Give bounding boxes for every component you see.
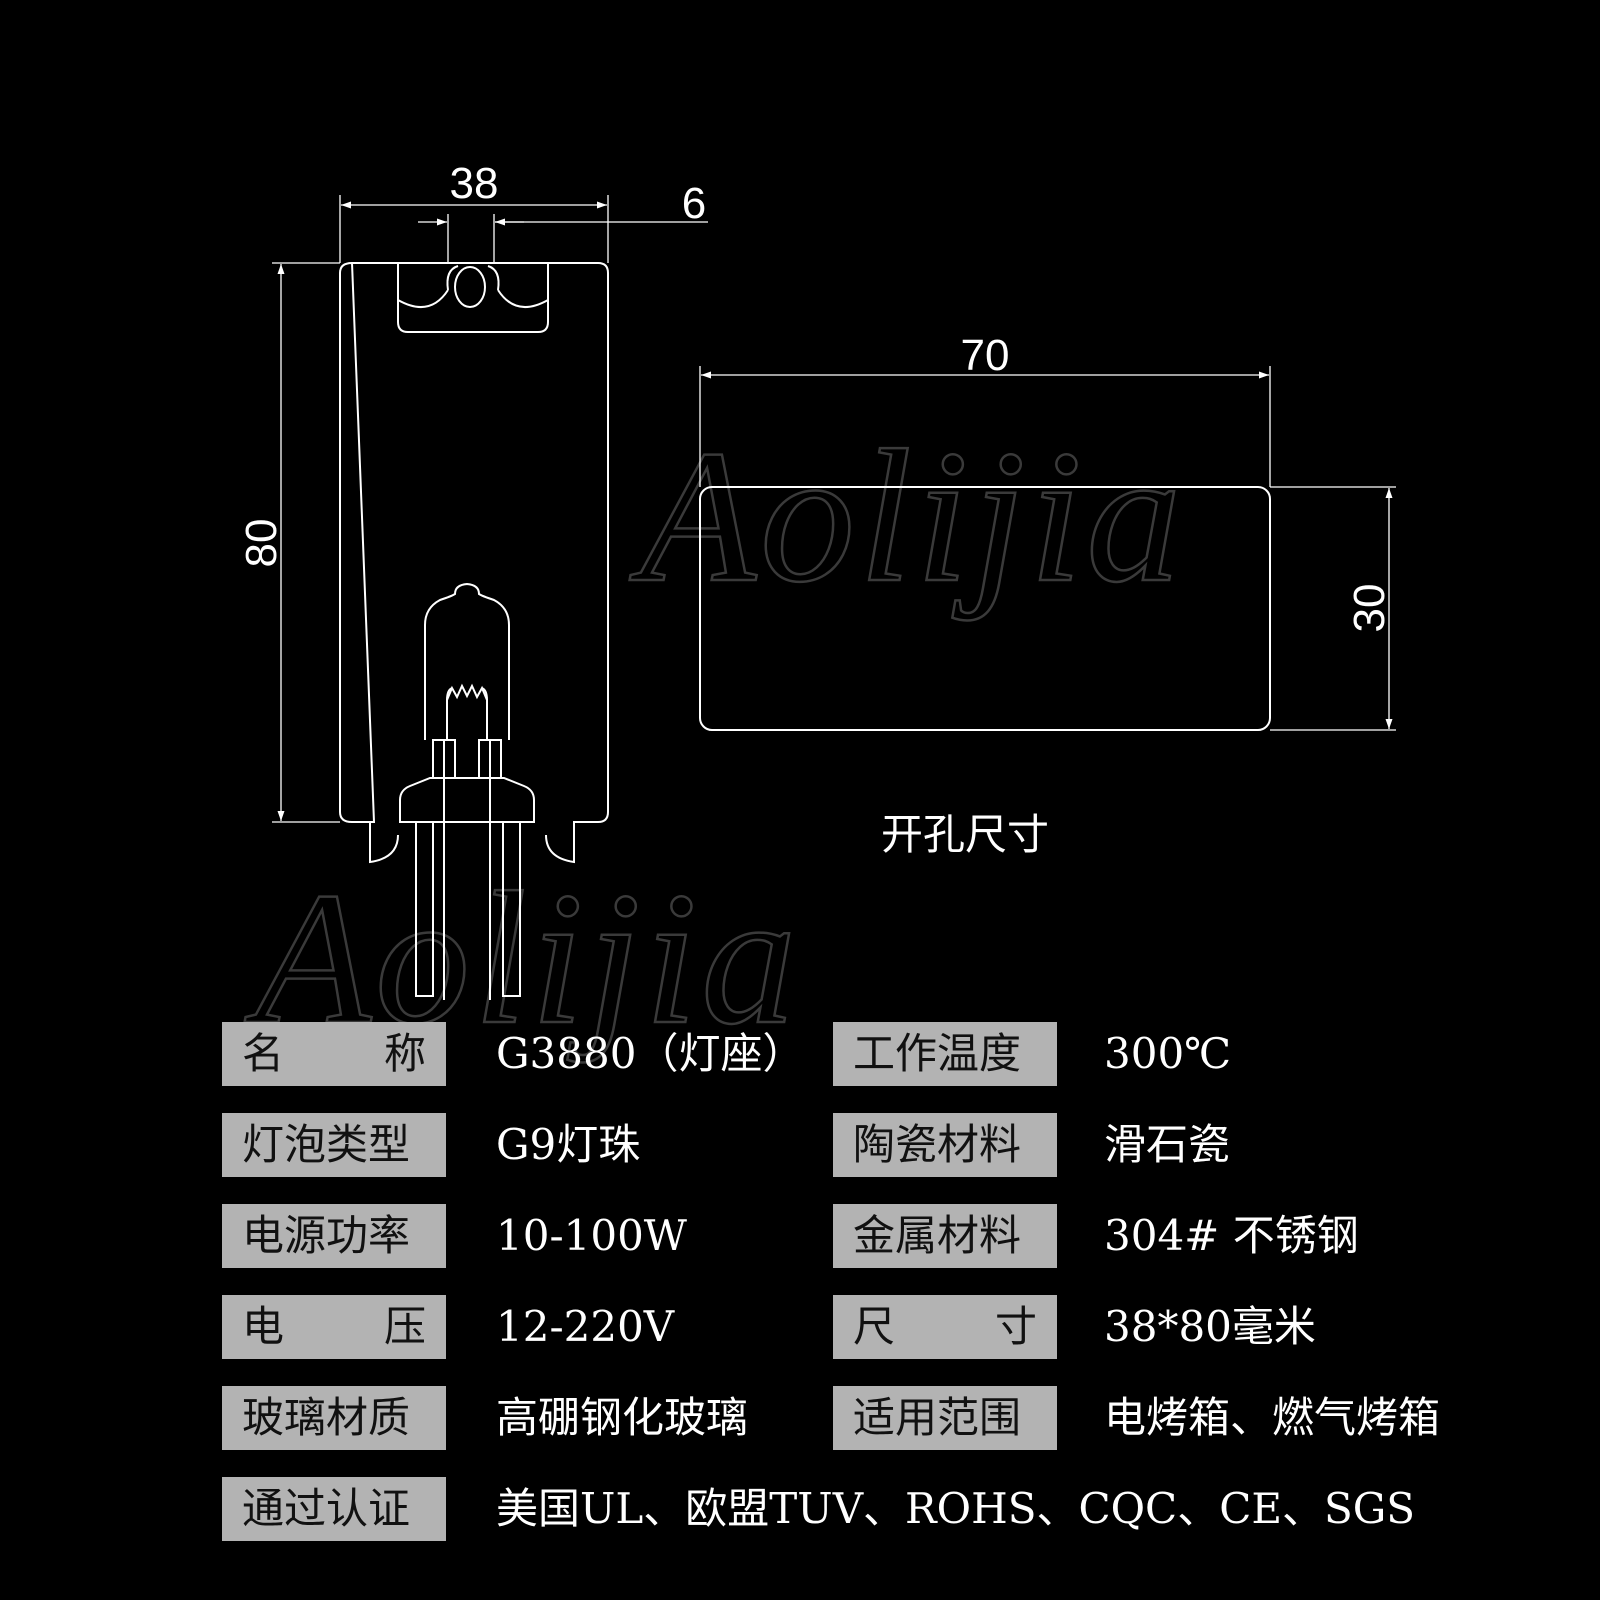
spec-row: 灯泡类型 G9灯珠 陶瓷材料滑石瓷 xyxy=(222,1113,1522,1177)
spec-value: G3880（灯座） xyxy=(496,1029,805,1078)
spec-value: 12-220V xyxy=(496,1302,675,1351)
spec-label: 电压 xyxy=(222,1295,446,1359)
dim-cutout-height-30 xyxy=(1270,486,1396,731)
spec-label: 工作温度 xyxy=(833,1022,1057,1086)
spec-label: 灯泡类型 xyxy=(222,1113,446,1177)
spec-label: 电源功率 xyxy=(222,1204,446,1268)
spec-label: 尺寸 xyxy=(833,1295,1057,1359)
spec-value: 10-100W xyxy=(496,1211,687,1260)
spec-value: 滑石瓷 xyxy=(1104,1120,1231,1169)
cutout-caption: 开孔尺寸 xyxy=(881,810,1049,859)
spec-row: 电源功率 10-100W 金属材料 304# 不锈钢 xyxy=(222,1204,1522,1268)
spec-label: 金属材料 xyxy=(833,1204,1057,1268)
spec-row: 电压 12-220V 尺寸 38*80毫米 xyxy=(222,1295,1522,1359)
spec-value: 300℃ xyxy=(1104,1029,1232,1078)
spec-label: 玻璃材质 xyxy=(222,1386,446,1450)
dim-label-cutout-height: 30 xyxy=(1345,584,1394,633)
spec-value: 电烤箱、燃气烤箱 xyxy=(1104,1393,1441,1442)
spec-row: 玻璃材质 高硼钢化玻璃 适用范围电烤箱、燃气烤箱 xyxy=(222,1386,1522,1450)
dim-label-cutout-width: 70 xyxy=(961,331,1010,380)
cutout-outline xyxy=(699,486,1271,731)
dim-label-height: 80 xyxy=(237,519,286,568)
g9-bulb xyxy=(399,582,535,1000)
dim-label-width: 38 xyxy=(450,159,499,208)
spec-row: 通过认证 美国UL、欧盟TUV、ROHS、CQC、CE、SGS xyxy=(222,1477,1522,1541)
dim-height-80 xyxy=(272,262,340,823)
spec-label: 陶瓷材料 xyxy=(833,1113,1057,1177)
dim-width-38 xyxy=(339,195,609,263)
spec-value: 304# 不锈钢 xyxy=(1104,1211,1359,1260)
spec-value: 38*80毫米 xyxy=(1104,1302,1316,1351)
spec-value: 高硼钢化玻璃 xyxy=(496,1393,749,1442)
spec-label: 名称 xyxy=(222,1022,446,1086)
spec-label: 通过认证 xyxy=(222,1477,446,1541)
dim-cutout-width-70 xyxy=(699,366,1271,487)
lamp-socket-body xyxy=(339,261,609,864)
dim-slot-6 xyxy=(418,214,708,263)
spec-row: 名称 G3880（灯座） 工作温度 300℃ xyxy=(222,1022,1522,1086)
spec-value: 美国UL、欧盟TUV、ROHS、CQC、CE、SGS xyxy=(496,1484,1416,1533)
dim-label-slot: 6 xyxy=(682,179,706,228)
spec-label: 适用范围 xyxy=(833,1386,1057,1450)
watermark-upper: Aolijia xyxy=(629,412,1185,622)
spec-value: G9灯珠 xyxy=(496,1120,641,1169)
